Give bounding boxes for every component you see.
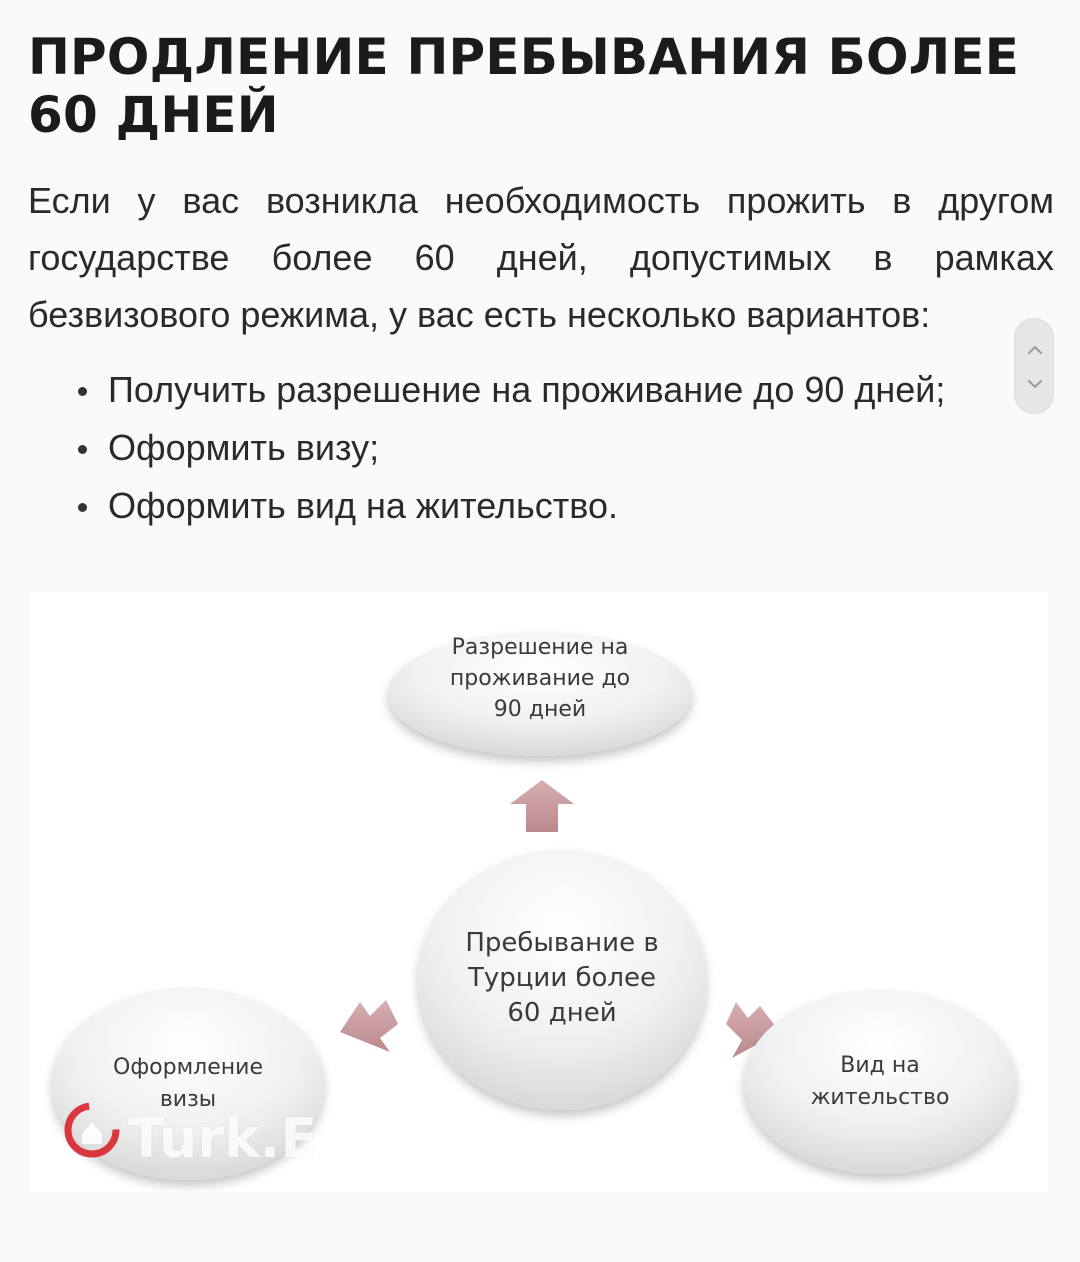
scroll-up-button[interactable] [1015, 335, 1055, 365]
diagram-graphic [52, 632, 1016, 1180]
article-intro: Если у вас возникла необходимость прожит… [28, 180, 1054, 335]
node-right-shape [744, 990, 1016, 1174]
node-top-shape [388, 632, 692, 756]
list-item: Получить разрешение на проживание до 90 … [78, 361, 1054, 419]
node-center-label: Пребывание в Турции более 60 дней [465, 928, 659, 1028]
option-text: Получить разрешение на проживание до 90 … [108, 369, 946, 410]
list-item: Оформить вид на жительство. [78, 477, 1054, 535]
scroll-down-button[interactable] [1015, 369, 1055, 399]
node-right-label: Вид на жительство [810, 1053, 950, 1110]
node-left-shape [52, 988, 324, 1180]
node-left-label: Оформление визы [113, 1055, 263, 1112]
watermark-text: Turk.E [128, 1106, 318, 1170]
logo-icon [64, 1102, 120, 1158]
chevron-up-icon [1028, 346, 1042, 354]
chevron-down-icon [1028, 380, 1042, 388]
node-center-shape [418, 850, 706, 1110]
bullet-icon [78, 387, 87, 396]
bullet-icon [78, 503, 87, 512]
arrow-up-icon [510, 780, 574, 832]
arrow-right-icon [726, 1002, 780, 1058]
options-diagram: Разрешение на проживание до 90 дней Преб… [30, 592, 1048, 1192]
option-text: Оформить визу; [108, 427, 380, 468]
option-text: Оформить вид на жительство. [108, 485, 619, 526]
node-top-label: Разрешение на проживание до 90 дней [449, 635, 631, 722]
scroll-navigator [1014, 318, 1054, 414]
bullet-icon [78, 445, 87, 454]
article-title: ПРОДЛЕНИЕ ПРЕБЫВАНИЯ БОЛЕЕ 60 ДНЕЙ [28, 28, 1020, 144]
options-list: Получить разрешение на проживание до 90 … [28, 361, 1054, 535]
arrow-left-icon [340, 1000, 398, 1052]
list-item: Оформить визу; [78, 419, 1054, 477]
